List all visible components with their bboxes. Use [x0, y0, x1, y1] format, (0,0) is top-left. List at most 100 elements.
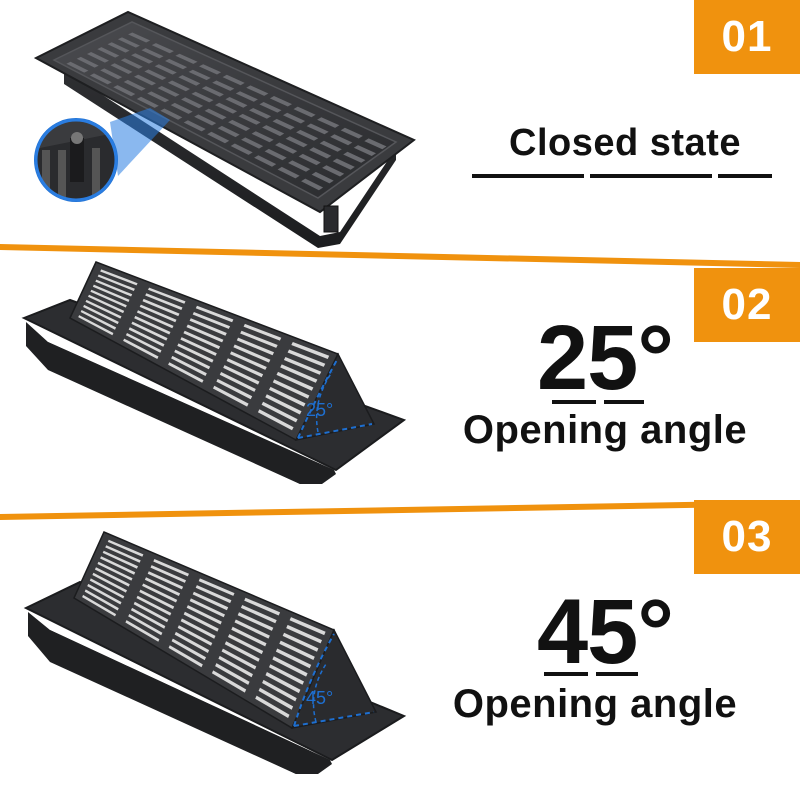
- louver-slat: [189, 598, 225, 618]
- louver-slat: [272, 118, 295, 130]
- louver-slat: [148, 287, 186, 304]
- louver-slat: [192, 591, 229, 611]
- louver-slat: [217, 125, 240, 138]
- louver-slat: [88, 294, 125, 314]
- louver-slat: [222, 74, 245, 86]
- louver-slat: [89, 73, 112, 85]
- angle-25-underline-2: [604, 400, 644, 404]
- louver-slat: [279, 640, 315, 660]
- louver-slat: [136, 310, 174, 329]
- louver-slat: [174, 631, 210, 653]
- louver-slat: [125, 333, 162, 353]
- louver-slat: [198, 578, 235, 596]
- louver-slat: [298, 153, 321, 166]
- louver-slat: [192, 312, 231, 329]
- louver-slat: [97, 47, 120, 58]
- louver-slat: [322, 165, 345, 177]
- louver-slat: [343, 151, 366, 163]
- louver-slat: [153, 559, 189, 577]
- louver-slat: [306, 123, 329, 135]
- louver-slat: [276, 371, 314, 391]
- angle-25-underline-1: [552, 400, 596, 404]
- louver-slat: [277, 166, 300, 179]
- louver-slat: [188, 69, 211, 81]
- louver-slat: [285, 136, 308, 148]
- louver-slat: [309, 147, 332, 159]
- louver-slat: [228, 119, 251, 131]
- louver-slat: [231, 626, 267, 647]
- vent-25-image: [21, 261, 407, 484]
- louver-slat: [283, 357, 322, 375]
- louver-slat: [78, 315, 114, 336]
- louver-slat: [177, 343, 214, 363]
- louver-slat: [139, 304, 177, 323]
- louver-slat: [218, 655, 253, 678]
- louver-slat: [257, 409, 294, 431]
- louver-slat: [151, 43, 174, 54]
- louver-slat: [144, 577, 181, 596]
- louver-slat: [215, 102, 238, 114]
- louver-slat: [280, 364, 318, 383]
- louver-slat: [283, 112, 306, 124]
- louver-slat: [364, 138, 387, 150]
- louver-slat: [262, 125, 285, 137]
- louver-slat: [170, 102, 193, 114]
- louver-slat: [183, 120, 206, 132]
- louver-slat: [311, 171, 334, 184]
- louver-slat: [195, 585, 232, 604]
- louver-slat: [246, 85, 269, 96]
- louver-slat: [237, 612, 274, 631]
- louver-slat: [123, 79, 146, 91]
- louver-slat: [128, 327, 165, 347]
- louver-slat: [92, 572, 127, 593]
- louver-slat: [171, 355, 207, 376]
- angle-25-value: 25°: [536, 307, 674, 409]
- louver-slat: [107, 42, 130, 53]
- louver-slat: [224, 641, 260, 662]
- louver-slat: [293, 106, 316, 118]
- opening-angle-label-2: Opening angle: [452, 682, 738, 726]
- louver-slat: [97, 561, 133, 581]
- louver-slat: [168, 362, 204, 383]
- divider-line-1: [0, 244, 800, 268]
- louver-slat: [272, 379, 310, 399]
- louver-slat: [131, 321, 168, 341]
- louver-slat: [145, 293, 183, 310]
- louver-slat: [269, 96, 292, 107]
- louver-slat: [97, 274, 135, 291]
- louver-slat: [100, 556, 136, 575]
- angle-45-underline-2: [596, 672, 638, 676]
- louver-slat: [221, 648, 257, 670]
- louver-slat: [136, 96, 159, 108]
- louver-slat: [226, 358, 264, 378]
- closed-underline-2: [590, 174, 712, 178]
- louver-slat: [317, 117, 340, 128]
- louver-slat: [134, 315, 171, 335]
- louver-slat: [291, 342, 330, 359]
- louver-slat: [215, 663, 250, 685]
- louver-slat: [84, 589, 119, 611]
- louver-slat: [240, 605, 277, 624]
- louver-slat: [177, 625, 213, 646]
- louver-slat: [201, 86, 224, 97]
- louver-slat: [241, 137, 264, 149]
- louver-slat: [269, 386, 306, 407]
- louver-slat: [275, 142, 298, 154]
- louver-slat: [264, 148, 287, 161]
- louver-slat: [230, 351, 267, 370]
- louver-slat: [194, 114, 217, 126]
- louver-slat: [199, 64, 222, 75]
- louver-slat: [244, 597, 281, 616]
- louver-slat: [102, 550, 138, 569]
- louver-slat: [66, 61, 89, 73]
- louver-slat: [113, 85, 136, 97]
- louver-slat: [80, 310, 117, 330]
- louver-slat: [130, 607, 166, 629]
- louver-slat: [92, 284, 130, 302]
- closed-underline-1: [472, 174, 584, 178]
- diagram-angle-45-label: 45°: [306, 688, 334, 708]
- step-number-badge-2: 02: [694, 268, 800, 342]
- louver-slat: [175, 53, 198, 64]
